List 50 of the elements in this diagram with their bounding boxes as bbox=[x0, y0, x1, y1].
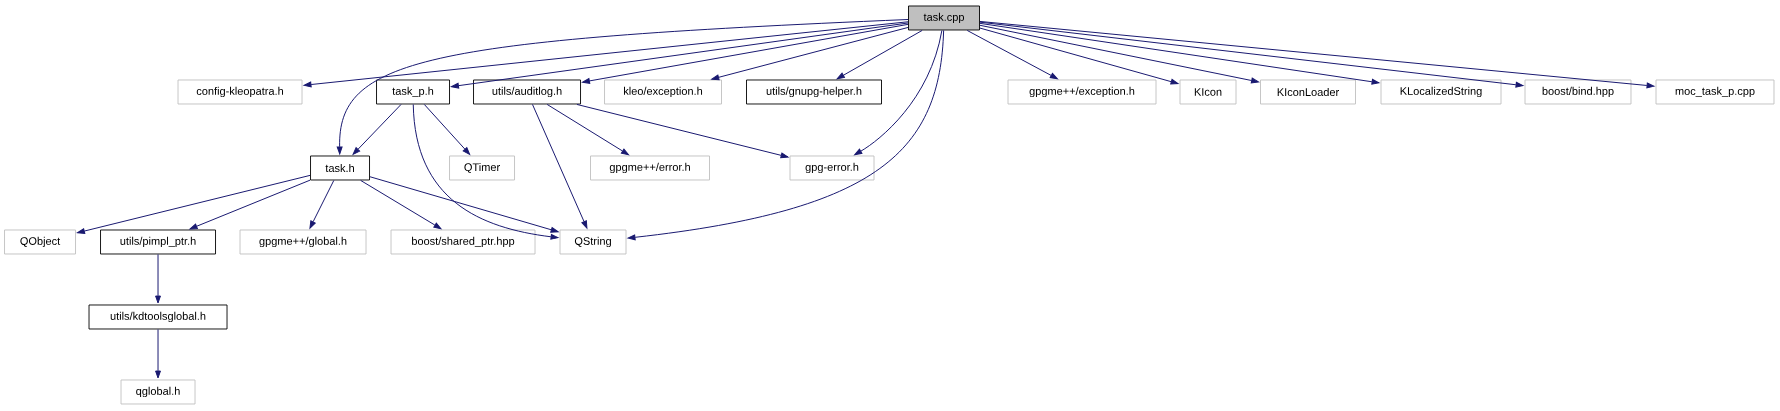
arrow bbox=[836, 29, 923, 80]
file-box: boost/shared_ptr.hpp bbox=[390, 229, 536, 255]
file-box: task.cpp bbox=[908, 5, 980, 31]
arrow bbox=[979, 20, 1655, 89]
file-box: qglobal.h bbox=[120, 379, 196, 405]
arrow bbox=[576, 103, 789, 159]
arrow bbox=[979, 22, 1380, 85]
arrow bbox=[309, 179, 335, 229]
arrow bbox=[582, 23, 909, 84]
file-box: task.h bbox=[310, 155, 370, 181]
arrow bbox=[979, 24, 1259, 84]
arrow bbox=[155, 328, 161, 379]
arrow bbox=[979, 21, 1524, 88]
arrow bbox=[966, 29, 1058, 80]
arrow bbox=[336, 19, 909, 155]
arrow bbox=[532, 103, 588, 229]
file-box: KIconLoader bbox=[1260, 79, 1356, 105]
file-box: boost/bind.hpp bbox=[1524, 79, 1632, 105]
arrow bbox=[412, 103, 559, 240]
arrow bbox=[546, 103, 630, 156]
file-box: kleo/exception.h bbox=[604, 79, 722, 105]
file-box: KIcon bbox=[1179, 79, 1237, 105]
arrow bbox=[303, 21, 909, 88]
arrow bbox=[369, 176, 559, 233]
arrow bbox=[189, 179, 311, 230]
arrow bbox=[627, 29, 945, 241]
arrow bbox=[155, 253, 161, 304]
file-box: utils/gnupg-helper.h bbox=[746, 79, 882, 105]
file-box: QString bbox=[559, 229, 627, 255]
file-box: utils/kdtoolsglobal.h bbox=[88, 304, 228, 330]
file-box: gpgme++/exception.h bbox=[1007, 79, 1157, 105]
file-box: utils/pimpl_ptr.h bbox=[100, 229, 216, 255]
file-box: QObject bbox=[4, 229, 76, 255]
arrow bbox=[77, 174, 311, 234]
file-box: moc_task_p.cpp bbox=[1655, 79, 1775, 105]
file-box: QTimer bbox=[449, 155, 515, 181]
file-box: gpgme++/global.h bbox=[239, 229, 367, 255]
arrow bbox=[979, 27, 1179, 85]
file-box: config-kleopatra.h bbox=[177, 79, 303, 105]
arrow bbox=[451, 22, 909, 89]
file-box: utils/auditlog.h bbox=[473, 79, 581, 105]
file-box: KLocalizedString bbox=[1380, 79, 1502, 105]
arrow bbox=[854, 29, 943, 156]
arrow bbox=[360, 179, 442, 230]
arrow bbox=[352, 103, 402, 155]
arrow bbox=[711, 26, 909, 81]
file-box: gpg-error.h bbox=[789, 155, 875, 181]
arrow bbox=[423, 103, 471, 155]
file-box: gpgme++/error.h bbox=[590, 155, 710, 181]
file-box: task_p.h bbox=[376, 79, 450, 105]
